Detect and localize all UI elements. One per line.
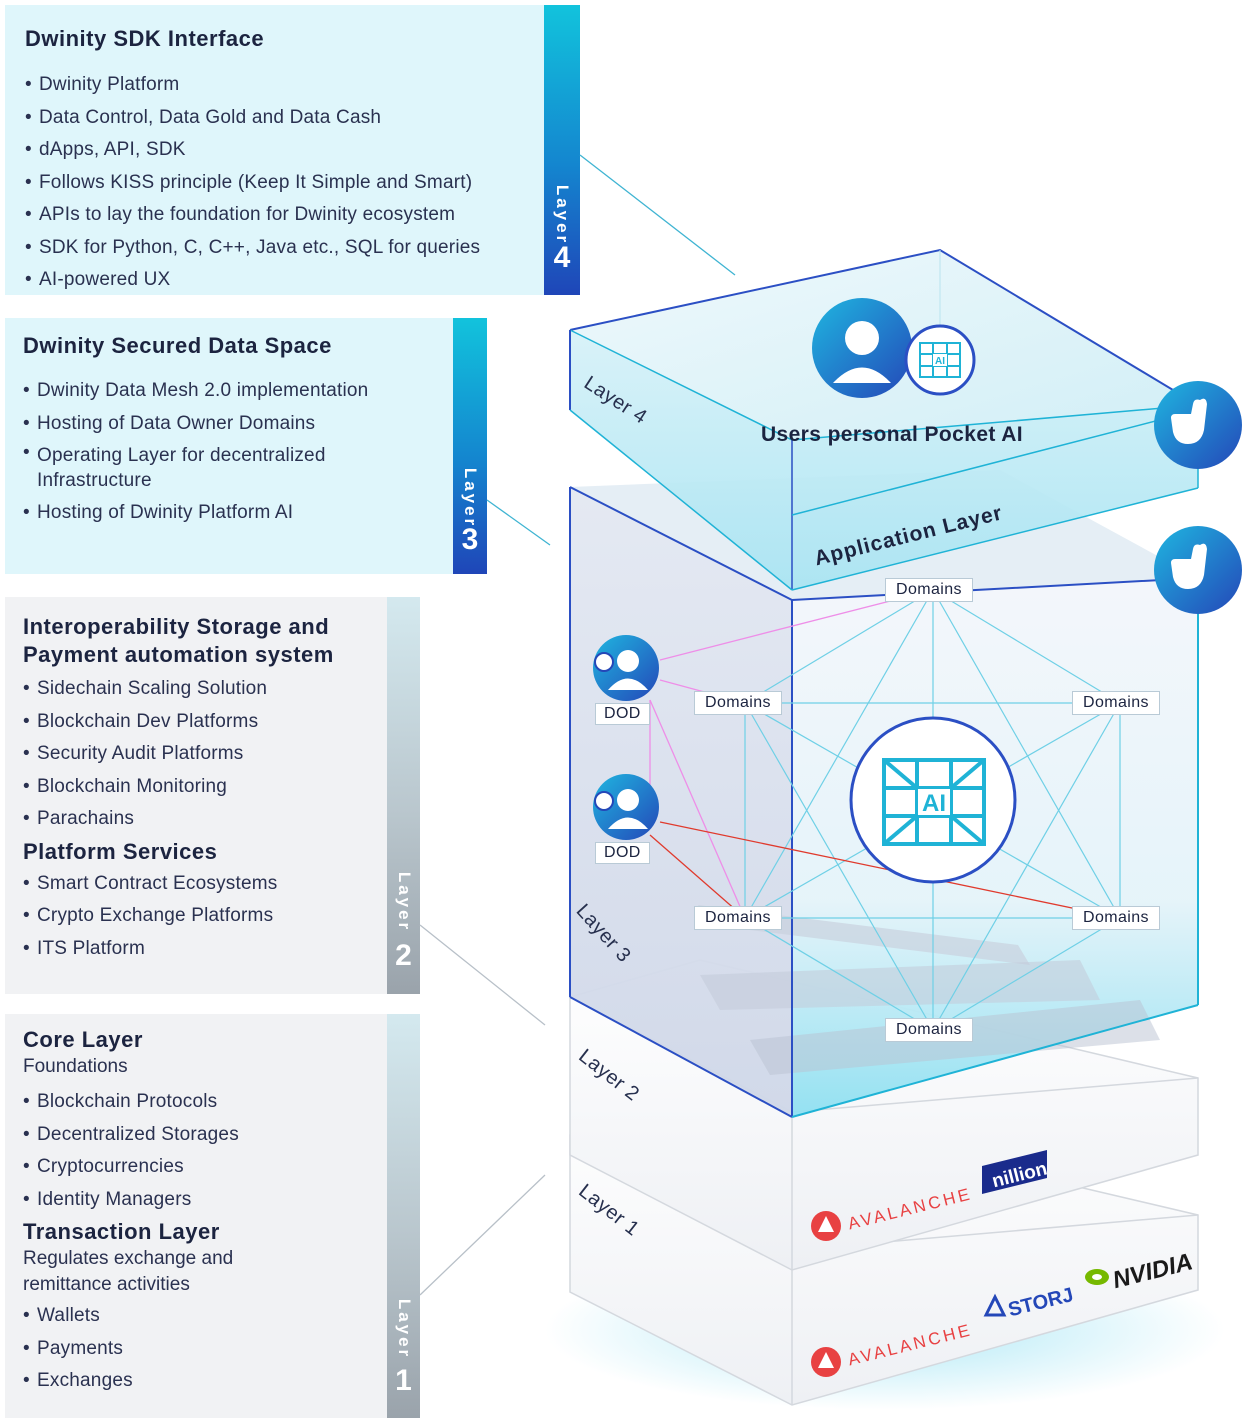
ai-chip-icon <box>882 758 986 846</box>
domains-label: Domains <box>885 1018 973 1042</box>
list-item: dApps, API, SDK <box>25 134 532 167</box>
layer2-panel-title: Interoperability Storage and Payment aut… <box>23 614 334 667</box>
avalanche-logo-icon <box>811 1347 841 1377</box>
central-ai-node: AI <box>849 716 1017 884</box>
layer4-tab: Layer 4 <box>544 5 580 295</box>
pocket-ai-avatar: AI <box>812 298 976 398</box>
layer1-panel-subtitle2: Regulates exchange and remittance activi… <box>23 1248 234 1295</box>
list-item: Dwinity Platform <box>25 69 532 102</box>
layer3-panel: Dwinity Secured Data Space Dwinity Data … <box>5 318 457 574</box>
layer2-tab: Layer 2 <box>387 597 420 994</box>
layer3-connector <box>486 499 551 546</box>
layer1-panel-subtitle: Foundations <box>23 1056 128 1077</box>
list-item: Parachains <box>23 803 380 836</box>
layer3-tab-number: 3 <box>461 523 479 556</box>
dod-node-icon <box>593 635 659 701</box>
list-item: Data Control, Data Gold and Data Cash <box>25 102 532 135</box>
layer4-panel-list: Dwinity Platform Data Control, Data Gold… <box>25 69 532 297</box>
domains-label: Domains <box>1072 906 1160 930</box>
pocket-ai-label: Users personal Pocket AI <box>760 423 1024 446</box>
pocket-ai-chip-text: AI <box>935 356 945 367</box>
domains-label: Domains <box>885 578 973 602</box>
list-item: Wallets <box>23 1300 380 1333</box>
layer4-connector <box>579 154 736 276</box>
layer2-tab-number: 2 <box>395 939 412 972</box>
list-item: ITS Platform <box>23 933 380 966</box>
list-item: Operating Layer for decentralized Infras… <box>23 440 373 497</box>
avalanche-logo-icon <box>811 1211 841 1241</box>
layer1-panel-title2: Transaction Layer <box>23 1219 220 1244</box>
list-item: Sidechain Scaling Solution <box>23 673 380 706</box>
nvidia-logo-icon <box>1085 1269 1109 1285</box>
list-item: SDK for Python, C, C++, Java etc., SQL f… <box>25 232 532 265</box>
list-item: Smart Contract Ecosystems <box>23 868 380 901</box>
layer1-panel: Core Layer Foundations Blockchain Protoc… <box>5 1014 390 1418</box>
list-item: Hosting of Data Owner Domains <box>23 408 373 441</box>
domains-label: Domains <box>694 906 782 930</box>
layer1-panel-title: Core Layer <box>23 1027 143 1052</box>
list-item: Blockchain Monitoring <box>23 771 380 804</box>
list-item: Identity Managers <box>23 1184 380 1217</box>
list-item: AI-powered UX <box>25 264 532 297</box>
layer1-panel-list2: Wallets Payments Exchanges <box>23 1300 380 1398</box>
layer4-tab-number: 4 <box>553 241 571 274</box>
hand-badge-icon <box>1154 381 1242 469</box>
layer1-connector <box>419 1174 546 1296</box>
list-item: Security Audit Platforms <box>23 738 380 771</box>
nillion-logo-icon <box>982 1150 1047 1194</box>
layer1-tab-number: 1 <box>395 1364 412 1397</box>
dod-label: DOD <box>595 703 650 725</box>
list-item: Crypto Exchange Platforms <box>23 900 380 933</box>
layer3-tab: Layer 3 <box>453 318 487 574</box>
layer4-panel: Dwinity SDK Interface Dwinity Platform D… <box>5 5 550 297</box>
layer4-panel-title: Dwinity SDK Interface <box>25 26 265 51</box>
list-item: Blockchain Dev Platforms <box>23 706 380 739</box>
list-item: Hosting of Dwinity Platform AI <box>23 497 373 530</box>
layer2-panel-list2: Smart Contract Ecosystems Crypto Exchang… <box>23 868 380 966</box>
storj-logo-icon <box>983 1293 1007 1317</box>
layer1-panel-list: Blockchain Protocols Decentralized Stora… <box>23 1086 380 1216</box>
dod-label: DOD <box>595 842 650 864</box>
list-item: Blockchain Protocols <box>23 1086 380 1119</box>
layer2-panel-list: Sidechain Scaling Solution Blockchain De… <box>23 673 380 836</box>
layer2-connector <box>419 924 546 1026</box>
list-item: Exchanges <box>23 1365 380 1398</box>
layer2-panel: Interoperability Storage and Payment aut… <box>5 597 390 994</box>
domains-label: Domains <box>1072 691 1160 715</box>
list-item: APIs to lay the foundation for Dwinity e… <box>25 199 532 232</box>
central-ai-text: AI <box>922 790 946 817</box>
hand-badge-icon <box>1154 526 1242 614</box>
domains-label: Domains <box>694 691 782 715</box>
layer1-tab: Layer 1 <box>387 1014 420 1418</box>
layer2-panel-title2: Platform Services <box>23 838 218 864</box>
list-item: Dwinity Data Mesh 2.0 implementation <box>23 375 373 408</box>
list-item: Follows KISS principle (Keep It Simple a… <box>25 167 532 200</box>
dod-node-icon <box>593 774 659 840</box>
list-item: Payments <box>23 1333 380 1366</box>
list-item: Decentralized Storages <box>23 1119 380 1152</box>
list-item: Cryptocurrencies <box>23 1151 380 1184</box>
layer3-panel-title: Dwinity Secured Data Space <box>23 333 332 358</box>
layer3-panel-list: Dwinity Data Mesh 2.0 implementation Hos… <box>23 375 373 530</box>
